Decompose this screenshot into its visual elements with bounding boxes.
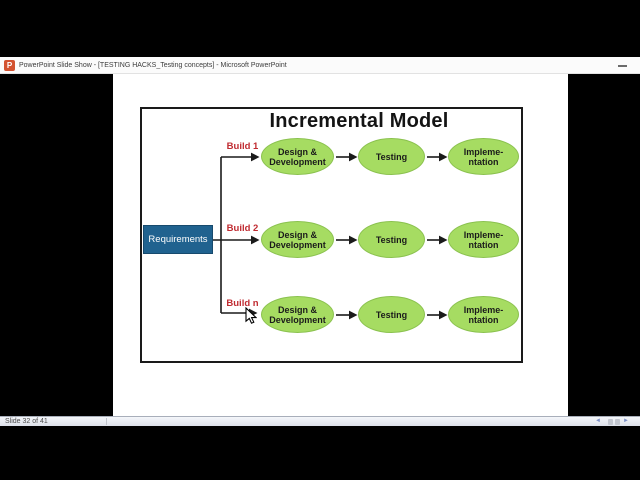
stage-label: ntation [468, 314, 499, 325]
design-development-ellipse: Design & Development [261, 296, 334, 333]
build-1-label: Build 1 [226, 141, 259, 152]
next-slide-icon[interactable]: ► [623, 418, 629, 424]
stage-label: Development [269, 239, 326, 250]
stage-label: ntation [468, 156, 499, 167]
stage-label: Design & [277, 146, 317, 157]
stage-label: Design & [277, 304, 317, 315]
design-development-ellipse: Design & Development [261, 221, 334, 258]
stage-label: Development [269, 156, 326, 167]
slide-counter: Slide 32 of 41 [5, 418, 48, 425]
build-n-label: Build n [226, 298, 259, 309]
design-development-ellipse: Design & Development [261, 138, 334, 175]
stage-label: Testing [375, 234, 408, 245]
implementation-ellipse: Impleme- ntation [448, 221, 519, 258]
window-title: PowerPoint Slide Show - [TESTING HACKS_T… [19, 62, 287, 69]
stage-label: Design & [277, 229, 317, 240]
requirements-box: Requirements [143, 225, 213, 254]
stage-label: Testing [375, 309, 408, 320]
statusbar: Slide 32 of 41 ◄ ► [0, 416, 640, 426]
stage-label: ntation [468, 239, 499, 250]
powerpoint-icon: P [4, 60, 15, 71]
slide-title: Incremental Model [269, 110, 449, 132]
menu-icon[interactable] [615, 419, 620, 425]
implementation-ellipse: Impleme- ntation [448, 296, 519, 333]
stage-label: Testing [375, 151, 408, 162]
pen-icon[interactable] [608, 419, 613, 425]
stage-label: Development [269, 314, 326, 325]
stage-label: Impleme- [463, 304, 504, 315]
window-titlebar[interactable]: P PowerPoint Slide Show - [TESTING HACKS… [0, 57, 640, 74]
minimize-button[interactable] [612, 57, 632, 73]
stage-label: Impleme- [463, 229, 504, 240]
minimize-icon [618, 65, 627, 67]
testing-ellipse: Testing [358, 221, 425, 258]
stage-label: Impleme- [463, 146, 504, 157]
testing-ellipse: Testing [358, 138, 425, 175]
previous-slide-icon[interactable]: ◄ [595, 418, 601, 424]
mouse-cursor-icon [245, 307, 257, 324]
statusbar-divider [106, 418, 107, 425]
build-2-label: Build 2 [226, 223, 259, 234]
implementation-ellipse: Impleme- ntation [448, 138, 519, 175]
testing-ellipse: Testing [358, 296, 425, 333]
